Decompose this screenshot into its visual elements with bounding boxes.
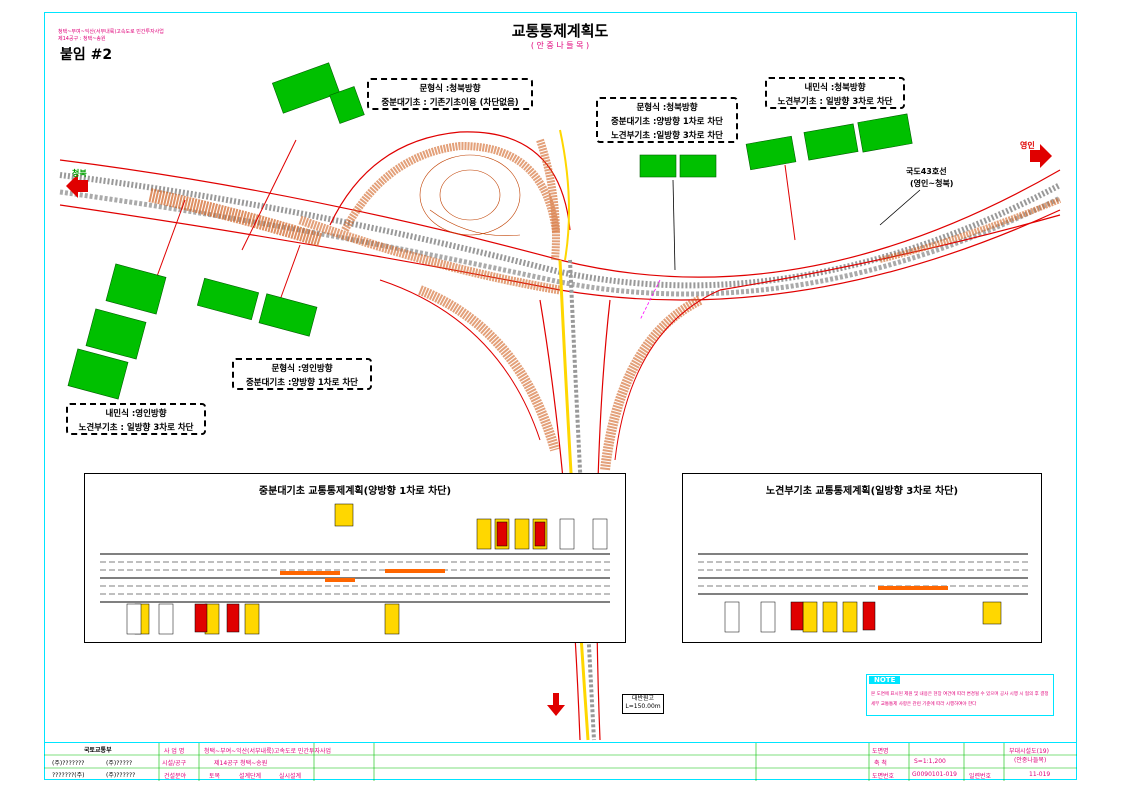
project-line-1: 청택~부여~익산(서부내륙)고속도로 민간투자사업 bbox=[58, 29, 164, 35]
drawing-sub: (안중나들목) bbox=[1014, 757, 1047, 764]
drawing-frame bbox=[44, 12, 1077, 780]
note-line: 세부 교통통제 사항은 관련 기준에 따라 시행하여야 한다 bbox=[871, 702, 977, 707]
note-cantilever-yeongin: 내민식 :영인방향 노견부기초 : 일방향 3차로 차단 bbox=[66, 403, 206, 435]
route-sub-label: (영인~청북) bbox=[910, 179, 954, 188]
stage-value: 실시설계 bbox=[279, 773, 302, 780]
note-box: NOTE 본 도면에 표시된 제원 및 내용은 현장 여건에 따라 변경될 수 … bbox=[866, 674, 1054, 716]
note-cantilever-cheongbuk: 내민식 :청북방향 노견부기초 : 일방향 3차로 차단 bbox=[765, 77, 905, 109]
median-plan-diagram bbox=[100, 503, 610, 635]
direction-yeongin: 영인 bbox=[1020, 141, 1035, 150]
ministry-logo-text: 국토교통부 bbox=[84, 747, 112, 754]
route-label: 국도43호선 bbox=[906, 167, 947, 176]
section-value: 제14공구 청택~송원 bbox=[214, 760, 268, 767]
project-value: 청택~부여~익산(서부내륙)고속도로 민간투자사업 bbox=[204, 748, 332, 755]
section-label: 시설/공구 bbox=[162, 760, 187, 767]
note-line: 문형식 :청북방향 bbox=[419, 84, 481, 94]
number-label: 도면번호 bbox=[872, 773, 895, 780]
note-line: 중분대기초 :양방향 1차로 차단 bbox=[610, 117, 724, 127]
panel-title: 중분대기초 교통통제계획(양방향 1차로 차단) bbox=[258, 486, 452, 497]
panel-title: 노견부기초 교통통제계획(일방향 3차로 차단) bbox=[765, 486, 959, 497]
note-line: 노견부기초 : 일방향 3차로 차단 bbox=[78, 423, 194, 433]
attachment-label: 붙임 #2 bbox=[60, 47, 113, 63]
note-line: 내민식 :영인방향 bbox=[105, 409, 167, 419]
company-3: ???????(주) bbox=[52, 772, 85, 779]
direction-cheongbuk: 청북 bbox=[72, 169, 87, 178]
note-line: 문형식 :영인방향 bbox=[271, 364, 333, 374]
company-2: (주)????? bbox=[106, 760, 133, 767]
panel-median-plan: 중분대기초 교통통제계획(양방향 1차로 차단) bbox=[84, 473, 626, 643]
note-line: 노견부기초 : 일방향 3차로 차단 bbox=[777, 97, 893, 107]
curve-length: L=150.00m bbox=[625, 703, 661, 710]
company-4: (주)?????? bbox=[106, 772, 136, 779]
sheet-label: 일련번호 bbox=[969, 773, 992, 780]
number-value: G0090101-019 bbox=[912, 771, 957, 778]
note-gantry-cheongbuk-2: 문형식 :청북방향 중분대기초 :양방향 1차로 차단 노견부기초 :일방향 3… bbox=[596, 97, 738, 143]
note-line: 내민식 :청북방향 bbox=[804, 83, 866, 93]
panel-shoulder-plan: 노견부기초 교통통제계획(일방향 3차로 차단) bbox=[682, 473, 1042, 643]
page-subtitle: ( 안 중 나 들 목 ) bbox=[530, 41, 590, 50]
service-label: 건설분야 bbox=[164, 773, 187, 780]
note-gantry-yeongin: 문형식 :영인방향 중분대기초 :양방향 1차로 차단 bbox=[232, 358, 372, 390]
stage-label: 설계단계 bbox=[239, 773, 262, 780]
note-line: 노견부기초 :일방향 3차로 차단 bbox=[610, 131, 724, 141]
shoulder-plan-diagram bbox=[698, 553, 1028, 633]
scale-label: 축 척 bbox=[874, 760, 887, 767]
service-value: 토목 bbox=[209, 773, 221, 780]
drawing-value: 부대시설도(19) bbox=[1009, 748, 1049, 755]
title-block: 국토교통부 (주)??????? (주)????? ???????(주) (주)… bbox=[44, 742, 1077, 781]
note-line: 문형식 :청북방향 bbox=[636, 103, 698, 113]
scale-value: S=1:1,200 bbox=[914, 758, 946, 765]
sheet-value: 11-019 bbox=[1029, 771, 1051, 778]
note-header: NOTE bbox=[869, 676, 901, 684]
curve-label: 대반원고 bbox=[631, 695, 655, 702]
note-line: 본 도면에 표시된 제원 및 내용은 현장 여건에 따라 변경될 수 있으며 공… bbox=[871, 692, 1049, 697]
curve-label-box: 대반원고 L=150.00m bbox=[622, 694, 664, 714]
note-line: 중분대기초 : 기존기초이용 (차단없음) bbox=[381, 98, 519, 108]
project-label: 사 업 명 bbox=[164, 748, 185, 755]
title-block-grid bbox=[44, 743, 1077, 781]
drawing-label: 도면명 bbox=[872, 748, 889, 755]
note-line: 중분대기초 :양방향 1차로 차단 bbox=[245, 378, 359, 388]
project-line-2: 제14공구 : 청택~송원 bbox=[58, 36, 106, 42]
page-title: 교통통제계획도 bbox=[511, 22, 609, 40]
company-1: (주)??????? bbox=[52, 760, 85, 767]
note-gantry-cheongbuk: 문형식 :청북방향 중분대기초 : 기존기초이용 (차단없음) bbox=[367, 78, 533, 110]
